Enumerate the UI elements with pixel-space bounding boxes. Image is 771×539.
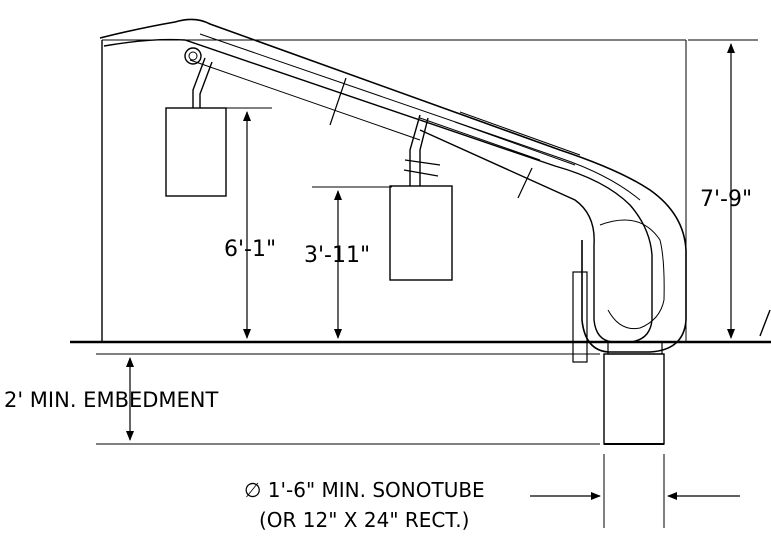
embedment-label: 2' MIN. EMBEDMENT xyxy=(4,388,219,412)
upper-hanger xyxy=(165,57,227,197)
lower-hanger-height-label: 3'-11" xyxy=(304,243,370,268)
sonotube-label-line2: (OR 12" X 24" RECT.) xyxy=(259,508,469,532)
support-post xyxy=(572,271,665,445)
upper-hanger-height-label: 6'-1" xyxy=(224,237,276,262)
extension-lines xyxy=(96,39,758,528)
lower-hanger xyxy=(389,114,453,281)
dim-overall-height xyxy=(727,43,771,339)
overall-height-label: 7'-9" xyxy=(700,187,752,212)
frame-outline xyxy=(101,39,687,342)
sonotube-label-line1: ∅ 1'-6" MIN. SONOTUBE xyxy=(244,478,485,502)
slide-beam xyxy=(99,18,687,353)
